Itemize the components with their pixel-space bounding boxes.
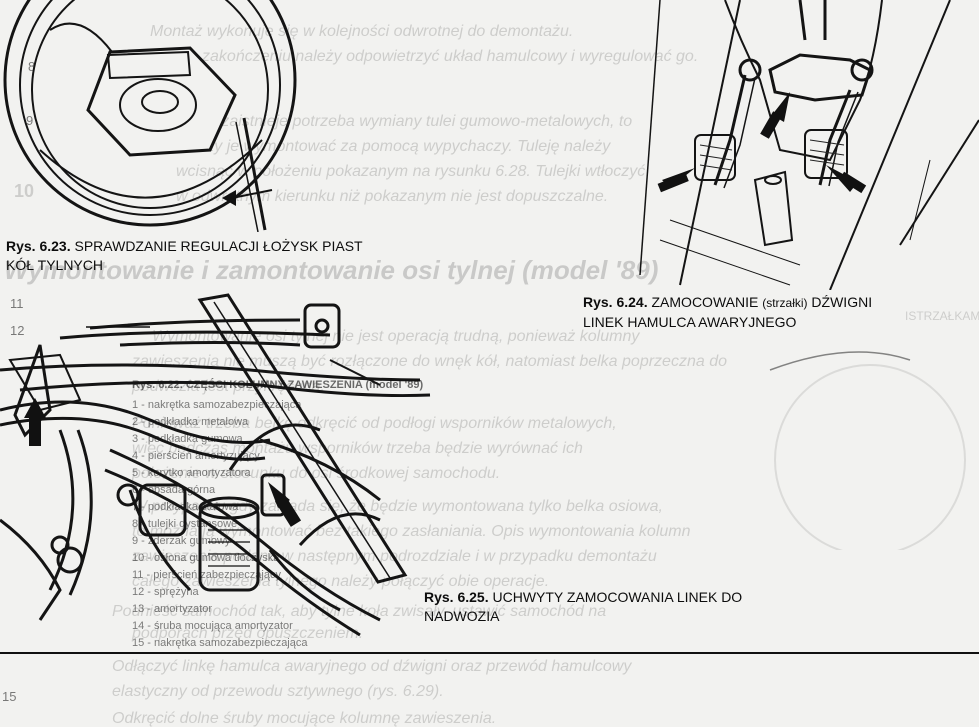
ghost-line: Odłączyć linkę hamulca awaryjnego od dźw… [112,658,632,675]
ghost-line: to można ją wymontować bez takiego zasła… [132,523,691,540]
parts-list-item: 13 - amortyzator [132,603,213,615]
parts-list-item: 9 - zderzak gumowy [132,535,231,547]
figure-6-24-handbrake-lever-illustration [600,0,979,290]
parts-list-item: 11 - pierścień zabezpieczający [132,569,281,581]
margin-number: 15 [2,689,17,704]
parts-list-item: 1 - nakrętka samozabezpieczająca [132,399,302,411]
ghost-line: Odkręcić dolne śruby mocujące kolumnę za… [112,710,497,727]
figure-6-23-hub-illustration [0,0,300,232]
caption-text-line1: SPRAWDZANIE REGULACJI ŁOŻYSK PIAST [74,238,363,254]
caption-text-line1: UCHWYTY ZAMOCOWANIA LINEK DO [492,589,743,605]
margin-number: 9 [26,113,34,128]
caption-text-line2: KÓŁ TYLNYCH [6,257,103,273]
ghost-line: należy je wymontować za pomocą wypychacz… [176,138,611,155]
ghost-line: Po zakończeniu należy odpowietrzyć układ… [178,48,699,65]
caption-text-line2: NADWOZIA [424,608,500,624]
ghost-line: położenie w stosunku do osi środkowej sa… [132,465,501,482]
caption-text-line1b: DŹWIGNI [811,294,873,310]
parts-list-item: 10 - osłona gumowa tłoczyska [132,552,280,564]
ghost-side-label: ISTRZAŁKAMI [905,309,979,323]
caption-text-line1a: ZAMOCOWANIE [651,294,759,310]
margin-number: 8 [28,59,36,74]
ghost-line: elastyczny od przewodu sztywnego (rys. 6… [112,683,444,700]
ghost-line: Ponieważ trzeba belkę odkręcić od podłog… [132,415,617,432]
caption-number: Rys. 6.24. [583,294,648,310]
parts-list-item: 15 - nakrętka samozabezpieczająca [132,637,308,649]
ghost-page-number: 10 [14,181,35,201]
ghost-line: w odwrotnym kierunku niż pokazanym nie j… [176,188,609,205]
parts-list-item: 3 - podkładka gumowa [132,433,243,445]
bleed-circle-illustration [760,330,979,550]
ghost-line: wcisnąć w położeniu pokazanym na rysunku… [176,163,646,180]
ghost-line: W przypadku gdy zakłada się, że będzie w… [132,498,663,515]
caption-text-line2: LINEK HAMULCA AWARYJNEGO [583,314,797,330]
parts-list-item: 12 - sprężyna [132,586,199,598]
caption-fig-6-24: Rys. 6.24. ZAMOCOWANIE (strzałki) DŹWIGN… [583,293,979,332]
ghost-line: podporach przed opuszczeniem. [132,625,364,642]
caption-number: Rys. 6.25. [424,589,489,605]
caption-fig-6-25: Rys. 6.25. UCHWYTY ZAMOCOWANIA LINEK DO … [424,588,864,626]
margin-number: 11 [10,296,24,311]
ghost-line: zawieszenia nie muszą być rozłączone do … [132,353,727,370]
ghost-line: Podnieść samochód tak, aby tylne koła zw… [112,603,607,620]
figure-6-25-cable-brackets-illustration [0,290,470,650]
caption-number: Rys. 6.23. [6,238,71,254]
ghost-line: całego zawieszenia tylnego należy połącz… [132,573,550,590]
margin-number: 12 [10,323,25,338]
section-divider-line [0,652,979,654]
caption-strzalki: (strzałki) [762,296,808,310]
ghost-heading: Wymontowanie i zamontowanie osi tylnej (… [4,255,659,285]
caption-fig-6-23: Rys. 6.23. SPRAWDZANIE REGULACJI ŁOŻYSK … [6,237,486,275]
parts-list-item: 14 - śruba mocująca amortyzator [132,620,293,632]
